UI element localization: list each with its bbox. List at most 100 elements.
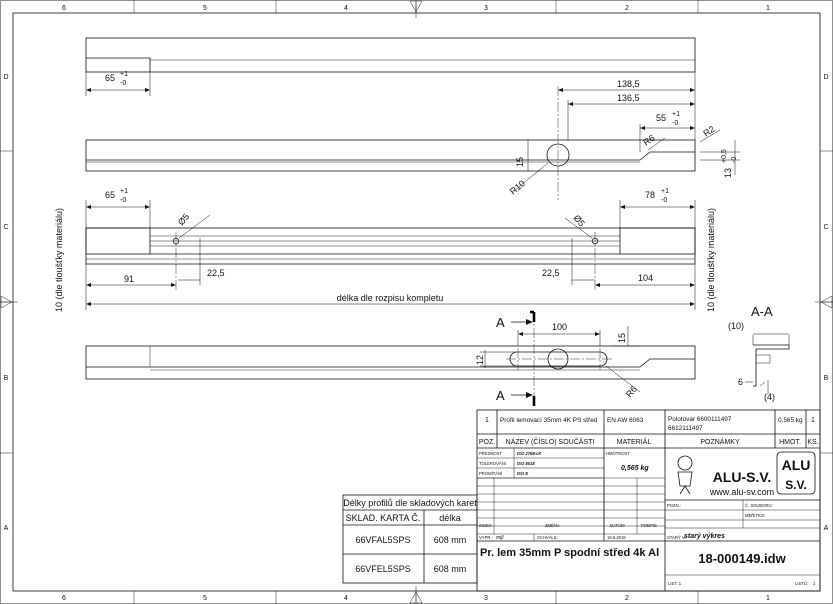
tb-listu-value: 1 — [813, 581, 816, 586]
tb-pozn-label: POZN.: — [667, 503, 681, 508]
dim-tol-plus: +1 — [120, 188, 128, 195]
bom-h-notes: POZNÁMKY — [700, 437, 740, 446]
tb-vypr-label: VYPR.: — [479, 535, 493, 540]
bom-mass: 0,565 kg — [778, 417, 803, 424]
dim-tol-plus: +1 — [120, 71, 128, 78]
dim-tol-plus: +1 — [661, 188, 669, 195]
dim-78: 78 — [645, 190, 655, 200]
row-label: B — [824, 375, 829, 382]
bom-name: Profil lemovací 35mm 4K PS střed — [500, 417, 598, 424]
col-label: 2 — [625, 5, 629, 12]
view-slot-profile — [85, 72, 740, 200]
tb-meritko-label: MĚŘÍTKO: — [745, 513, 765, 518]
dim-tol-minus: -0 — [672, 120, 678, 127]
section-aa-detail — [745, 333, 790, 394]
tb-datum: DATUM — [610, 523, 625, 528]
side-label-left: 10 (dle tloušťky materiálu) — [54, 208, 64, 312]
col-label: 5 — [203, 5, 207, 12]
col-label: 6 — [62, 5, 66, 12]
lengths-table — [342, 494, 478, 584]
company-web: www.alu-sv.com — [709, 487, 774, 497]
length-label: délka dle rozpisu kompletu — [337, 293, 444, 303]
tb-schvalil-label: SCHVÁLIL: — [537, 535, 558, 540]
tb-stary-label: STARÝ V.: — [667, 535, 687, 540]
drawing-file: 18-000149.idw — [698, 551, 786, 566]
dim-tol-plus: +1 — [672, 111, 680, 118]
tb-zmena: ZMĚNA — [545, 523, 560, 528]
bom-material: EN AW 6063 — [607, 417, 644, 424]
dim-15: 15 — [515, 157, 525, 167]
lengths-table-title: Délky profilů dle skladových karet — [343, 498, 477, 508]
tb-tolerovani-label: TOLEROVÁNÍ — [479, 461, 507, 466]
dim-r10: R10 — [508, 178, 527, 196]
bom-h-name: NÁZEV (ČÍSLO) SOUČÁSTI — [506, 437, 595, 446]
section-mark-bottom: A — [496, 388, 505, 403]
tb-hmotnost-label: HMOTNOST — [606, 451, 630, 456]
side-label-right: 10 (dle tloušťky materiálu) — [706, 208, 716, 312]
dim-55: 55 — [656, 113, 666, 123]
bom-h-mass: HMOT. — [779, 439, 801, 446]
tb-vypr-value: mijl — [496, 535, 504, 541]
row-label: A — [4, 525, 9, 532]
company-name: ALU-S.V. — [713, 469, 772, 485]
tb-listu-label: LISTŮ: — [795, 581, 808, 586]
col-label: 1 — [766, 595, 770, 602]
dim-tol-minus: -0 — [120, 80, 126, 87]
lengths-col-len: délka — [439, 513, 461, 523]
bom-note2: 6612111497 — [668, 425, 703, 432]
company-logo — [677, 451, 816, 495]
row-label: D — [3, 74, 8, 81]
lengths-row-code: 66VFEL5SPS — [355, 564, 411, 574]
tb-tolerovani-value: ISO 8015 — [517, 461, 535, 466]
tb-promitani-value: ISO E — [517, 471, 528, 476]
logo-bottom-text: S.V. — [785, 478, 807, 492]
dim-65-mid: 65 — [105, 190, 115, 200]
dim-138-5: 138,5 — [617, 79, 640, 89]
col-label: 1 — [766, 5, 770, 12]
col-label: 2 — [625, 595, 629, 602]
row-label: D — [823, 74, 828, 81]
dim-12: 12 — [475, 355, 485, 365]
col-label: 4 — [344, 595, 348, 602]
view-holes-profile — [85, 200, 696, 310]
dim-100: 100 — [552, 322, 567, 332]
tb-soubor-label: Č. SOUBORU: — [745, 503, 773, 508]
col-label: 5 — [203, 595, 207, 602]
dim-10-paren: (10) — [728, 321, 744, 331]
dim-r6-b: R6 — [624, 384, 639, 399]
tb-list: LIST: 1 — [668, 581, 682, 586]
logo-top-text: ALU — [782, 457, 811, 473]
tb-promitani-label: PROMÍTÁNÍ — [479, 471, 503, 476]
dim-4-paren: (4) — [764, 392, 775, 402]
col-label: 4 — [344, 5, 348, 12]
tb-date-value: 18.5.2018 — [607, 535, 626, 540]
col-label: 6 — [62, 595, 66, 602]
tb-presnost-label: PŘESNOST — [479, 451, 502, 456]
dim-phi5-left: Ø5 — [176, 212, 191, 228]
dim-tol-plus-05: +0,5 — [721, 149, 728, 163]
dim-6: 6 — [738, 377, 743, 387]
bom-note1: Polotovar 6600111497 — [668, 416, 732, 423]
tb-hmotnost-value: 0,565 kg — [621, 465, 649, 472]
dim-tol-minus: -0 — [661, 197, 667, 204]
view-top-profile — [85, 37, 696, 96]
dim-65-top: 65 — [105, 73, 115, 83]
lengths-col-code: SKLAD. KARTA Č. — [346, 513, 421, 523]
tb-presnost-value: ISO 2768-cK — [517, 451, 542, 456]
dim-91: 91 — [124, 274, 134, 284]
row-label: C — [3, 224, 8, 231]
tb-stary-value: starý výkres — [684, 533, 725, 540]
row-label: A — [824, 525, 829, 532]
tb-podpis: PODPIS — [641, 523, 657, 528]
lengths-row-code: 66VFAL5SPS — [355, 535, 410, 545]
dim-22-5-left: 22,5 — [207, 268, 225, 278]
section-mark-top: A — [496, 315, 505, 330]
dim-phi5-right: Ø5 — [571, 213, 586, 229]
tb-index: INDEX — [479, 523, 492, 528]
dim-13: 13 — [723, 168, 733, 178]
section-aa-title: A-A — [751, 304, 773, 319]
dim-22-5-right: 22,5 — [542, 268, 560, 278]
dim-15-b: 15 — [617, 333, 627, 343]
lengths-row-len: 608 mm — [434, 535, 467, 545]
